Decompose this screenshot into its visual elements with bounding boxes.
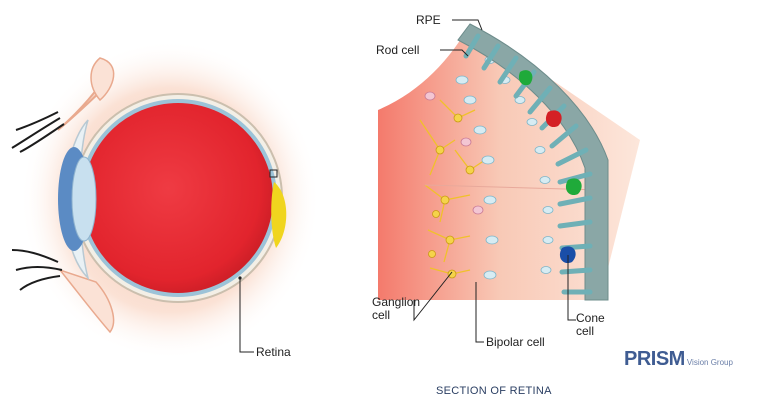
lens	[72, 157, 96, 241]
label-rpe: RPE	[416, 13, 441, 27]
label-cone-cell: Cone cell	[576, 312, 616, 338]
label-retina: Retina	[256, 345, 291, 359]
label-rod-cell: Rod cell	[376, 43, 419, 57]
caption-section-of-retina: SECTION OF RETINA	[436, 385, 552, 397]
logo-wordmark: PRISM	[624, 348, 685, 370]
label-ganglion-line: Ganglion cell	[372, 295, 420, 322]
label-cone-line: Cone cell	[576, 311, 605, 338]
label-ganglion-cell: Ganglion cell	[372, 296, 432, 322]
retina-section	[378, 20, 648, 342]
logo-tagline: Vision Group	[687, 358, 733, 367]
label-bipolar-cell: Bipolar cell	[486, 335, 545, 349]
vitreous	[83, 103, 273, 293]
eyeball-figure	[12, 40, 320, 360]
